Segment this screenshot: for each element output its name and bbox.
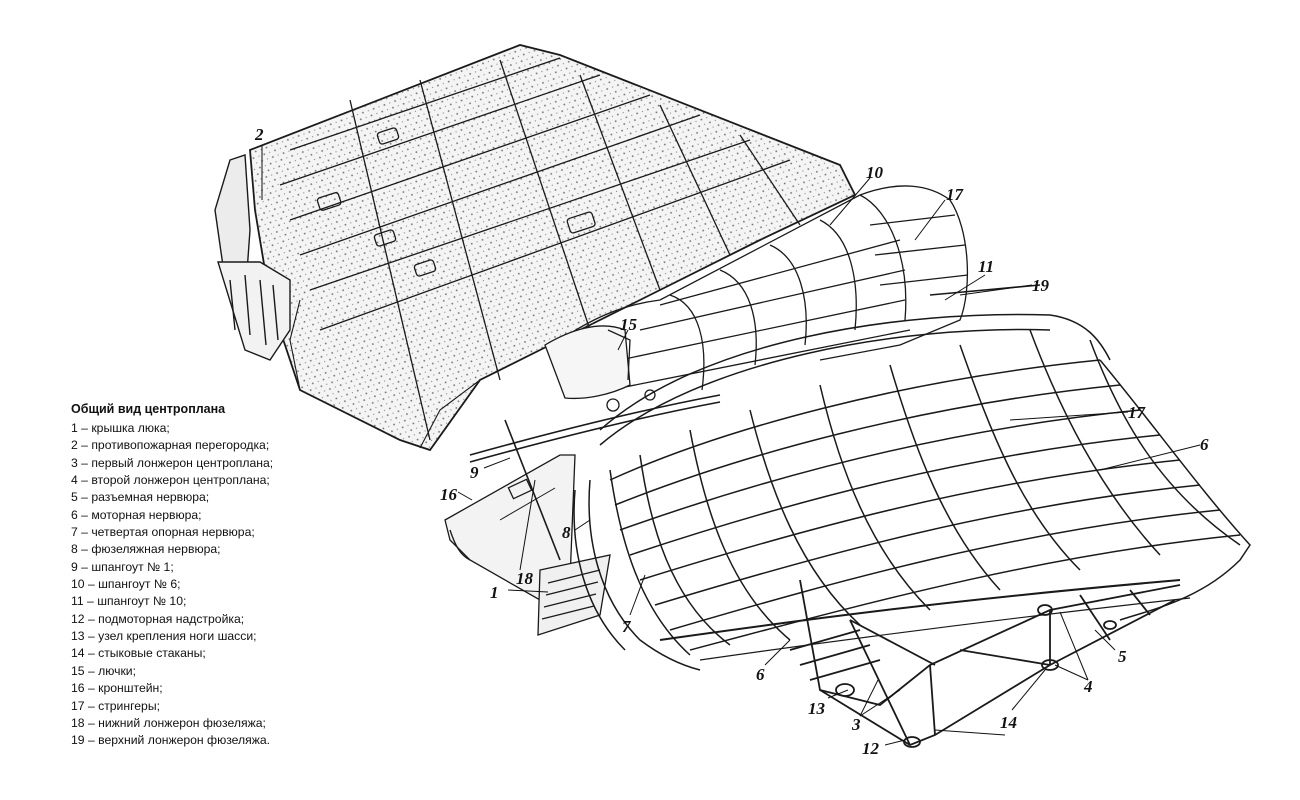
legend-list: 1 – крышка люка; 2 – противопожарная пер…	[71, 420, 371, 750]
leader-lines	[262, 145, 1200, 745]
callout-17-top: 17	[946, 185, 965, 204]
legend-item: 18 – нижний лонжерон фюзеляжа;	[71, 715, 266, 730]
callout-9: 9	[470, 463, 479, 482]
callouts: 2 10 17 11 19 15 17 6 9 16 8 18 1 7 6 13…	[254, 125, 1209, 758]
legend-item: 3 – первый лонжерон центроплана;	[71, 455, 274, 470]
callout-13: 13	[808, 699, 826, 718]
skinned-centre-wing	[250, 45, 855, 450]
legend-item: 9 – шпангоут № 1;	[71, 559, 174, 574]
callout-8: 8	[562, 523, 571, 542]
legend-item: 13 – узел крепления ноги шасси;	[71, 629, 257, 644]
fuselage-frames	[545, 186, 968, 412]
callout-3: 3	[851, 715, 861, 734]
callout-10: 10	[866, 163, 884, 182]
callout-17-side: 17	[1128, 403, 1147, 422]
callout-5: 5	[1118, 647, 1127, 666]
callout-16: 16	[440, 485, 458, 504]
legend-item: 5 – разъемная нервюра;	[71, 490, 210, 505]
legend-title: Общий вид центроплана	[71, 402, 226, 416]
legend-item: 11 – шпангоут № 10;	[71, 594, 187, 609]
legend-item: 10 – шпангоут № 6;	[71, 577, 181, 592]
legend-item: 7 – четвертая опорная нервюра;	[71, 525, 255, 540]
legend-item: 4 – второй лонжерон центроплана;	[71, 473, 270, 488]
callout-4: 4	[1083, 677, 1093, 696]
callout-1: 1	[490, 583, 499, 602]
rib-lattice	[574, 314, 1250, 670]
gear-truss	[790, 580, 1180, 747]
callout-6-right: 6	[1200, 435, 1209, 454]
callout-2: 2	[254, 125, 264, 144]
legend-item: 1 – крышка люка;	[71, 421, 170, 435]
lower-fairing	[445, 455, 610, 635]
callout-15: 15	[620, 315, 638, 334]
legend-item: 19 – верхний лонжерон фюзеляжа.	[71, 733, 271, 748]
callout-11: 11	[978, 257, 994, 276]
legend-item: 17 – стрингеры;	[71, 698, 160, 713]
callout-6-bottom: 6	[756, 665, 765, 684]
callout-18: 18	[516, 569, 534, 588]
legend: Общий вид центроплана 1 – крышка люка; 2…	[71, 402, 371, 750]
legend-item: 14 – стыковые стаканы;	[71, 646, 206, 661]
legend-item: 12 – подмоторная надстройка;	[71, 611, 245, 626]
legend-item: 6 – моторная нервюра;	[71, 507, 202, 522]
callout-12: 12	[862, 739, 880, 758]
callout-14: 14	[1000, 713, 1017, 732]
legend-item: 15 – лючки;	[71, 663, 136, 678]
legend-item: 8 – фюзеляжная нервюра;	[71, 542, 221, 557]
firewall	[215, 155, 290, 360]
callout-19: 19	[1032, 276, 1050, 295]
legend-item: 2 – противопожарная перегородка;	[71, 438, 270, 453]
legend-item: 16 – кронштейн;	[71, 681, 163, 696]
callout-7: 7	[622, 617, 632, 636]
